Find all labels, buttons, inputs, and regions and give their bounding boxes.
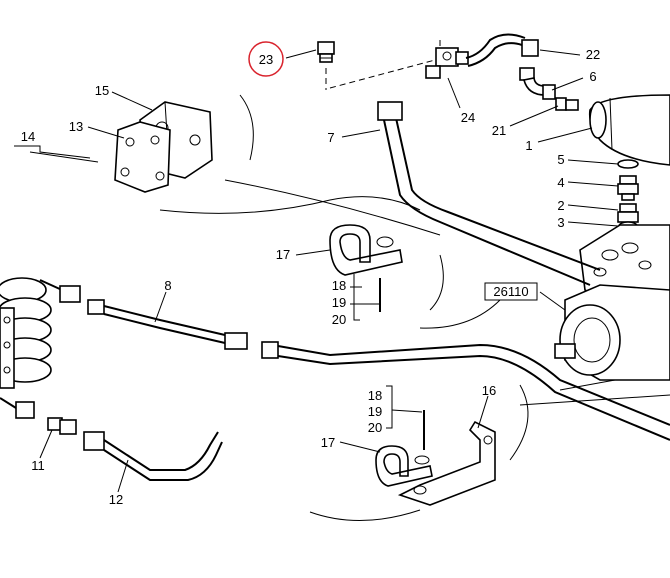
fitting-21 <box>555 97 579 111</box>
clamp-17-top <box>329 224 403 276</box>
callout-5: 5 <box>557 152 564 167</box>
callout-18-top: 18 <box>332 278 346 293</box>
pipe-lower-edge <box>277 354 670 441</box>
tee-fitting-24 <box>425 47 469 79</box>
leader-3 <box>567 221 619 227</box>
callout-17-top: 17 <box>276 247 290 262</box>
callout-8: 8 <box>164 278 171 293</box>
callout-15: 15 <box>95 83 109 98</box>
callout-20-bottom: 20 <box>368 420 382 435</box>
highlight-circle-23 <box>248 41 284 77</box>
plug-23 <box>317 41 335 63</box>
leader-13 <box>87 126 125 139</box>
bracket-14-edge <box>29 151 99 163</box>
leader-21 <box>509 105 559 127</box>
bracket-18-20-top <box>353 274 360 321</box>
zoom-arc <box>429 254 444 311</box>
leader-24 <box>447 77 461 109</box>
clamp-17-bottom <box>375 445 433 487</box>
leader-15 <box>111 91 153 111</box>
nut-coil <box>59 285 81 303</box>
pipe-22 <box>465 33 526 59</box>
leader-1 <box>537 127 593 143</box>
nut-lower <box>261 341 279 359</box>
callout-22: 22 <box>586 47 600 62</box>
pipe-22-edge <box>467 42 523 67</box>
hose-8 <box>87 299 248 350</box>
callout-26110: 26110 <box>493 284 528 299</box>
zoom-arc <box>159 196 421 214</box>
leader-17-bottom <box>339 441 381 453</box>
leader-7 <box>341 129 381 138</box>
pipe-7 <box>383 119 591 286</box>
pipe-12 <box>83 431 223 481</box>
pipe-7-edge <box>395 117 601 271</box>
leader-8 <box>154 291 167 323</box>
dashed-leader <box>329 59 436 89</box>
elbow-6 <box>519 67 556 100</box>
plate-13 <box>114 121 171 193</box>
zoom-arc <box>509 384 529 461</box>
leader-6 <box>551 77 584 91</box>
callout-12: 12 <box>109 492 123 507</box>
callout-26110-box <box>484 282 538 301</box>
compressor-26110 <box>554 284 670 381</box>
nut-11-upper <box>15 401 35 419</box>
air-dryer-1 <box>588 94 670 166</box>
leader-16 <box>477 395 489 429</box>
callout-3: 3 <box>557 215 564 230</box>
callout-20-top: 20 <box>332 312 346 327</box>
callout-4: 4 <box>557 175 564 190</box>
bracket-16 <box>397 420 496 506</box>
nut-22 <box>521 39 539 57</box>
bracket-14 <box>14 145 91 159</box>
washer-5 <box>617 159 639 169</box>
zoom-arc <box>239 94 254 161</box>
callout-1: 1 <box>525 138 532 153</box>
callout-2: 2 <box>557 198 564 213</box>
callout-24: 24 <box>461 110 475 125</box>
callout-7: 7 <box>327 130 334 145</box>
leader-26110 <box>539 291 566 311</box>
callout-19-bottom: 19 <box>368 404 382 419</box>
leader-23 <box>285 49 317 59</box>
fitting-11 <box>47 417 77 435</box>
nut-7 <box>377 101 403 121</box>
callout-16: 16 <box>482 383 496 398</box>
zoom-arc <box>309 509 421 522</box>
zoom-arc <box>519 394 670 406</box>
callout-14: 14 <box>21 129 35 144</box>
leader-12 <box>117 459 129 493</box>
zoom-arc <box>419 299 501 329</box>
callout-6: 6 <box>589 69 596 84</box>
callout-19-top: 19 <box>332 295 346 310</box>
pipe-stub <box>0 397 17 409</box>
leader-17-top <box>295 249 331 256</box>
zoom-arc <box>224 179 441 236</box>
tick <box>391 409 423 413</box>
leader-11 <box>39 429 53 459</box>
fitting-2 <box>617 203 639 223</box>
callout-13: 13 <box>69 119 83 134</box>
callout-17-bottom: 17 <box>321 435 335 450</box>
bracket-18-20-bottom <box>386 385 393 429</box>
leader-4 <box>567 181 619 187</box>
fitting-4 <box>617 175 639 201</box>
callout-21: 21 <box>492 123 506 138</box>
pipe-lower <box>277 343 670 426</box>
coil <box>0 277 63 389</box>
callout-23: 23 <box>259 52 273 67</box>
leader-22 <box>539 49 581 56</box>
callout-11: 11 <box>31 458 45 473</box>
leader-2 <box>567 204 619 211</box>
leader-5 <box>567 159 619 165</box>
callout-18-bottom: 18 <box>368 388 382 403</box>
